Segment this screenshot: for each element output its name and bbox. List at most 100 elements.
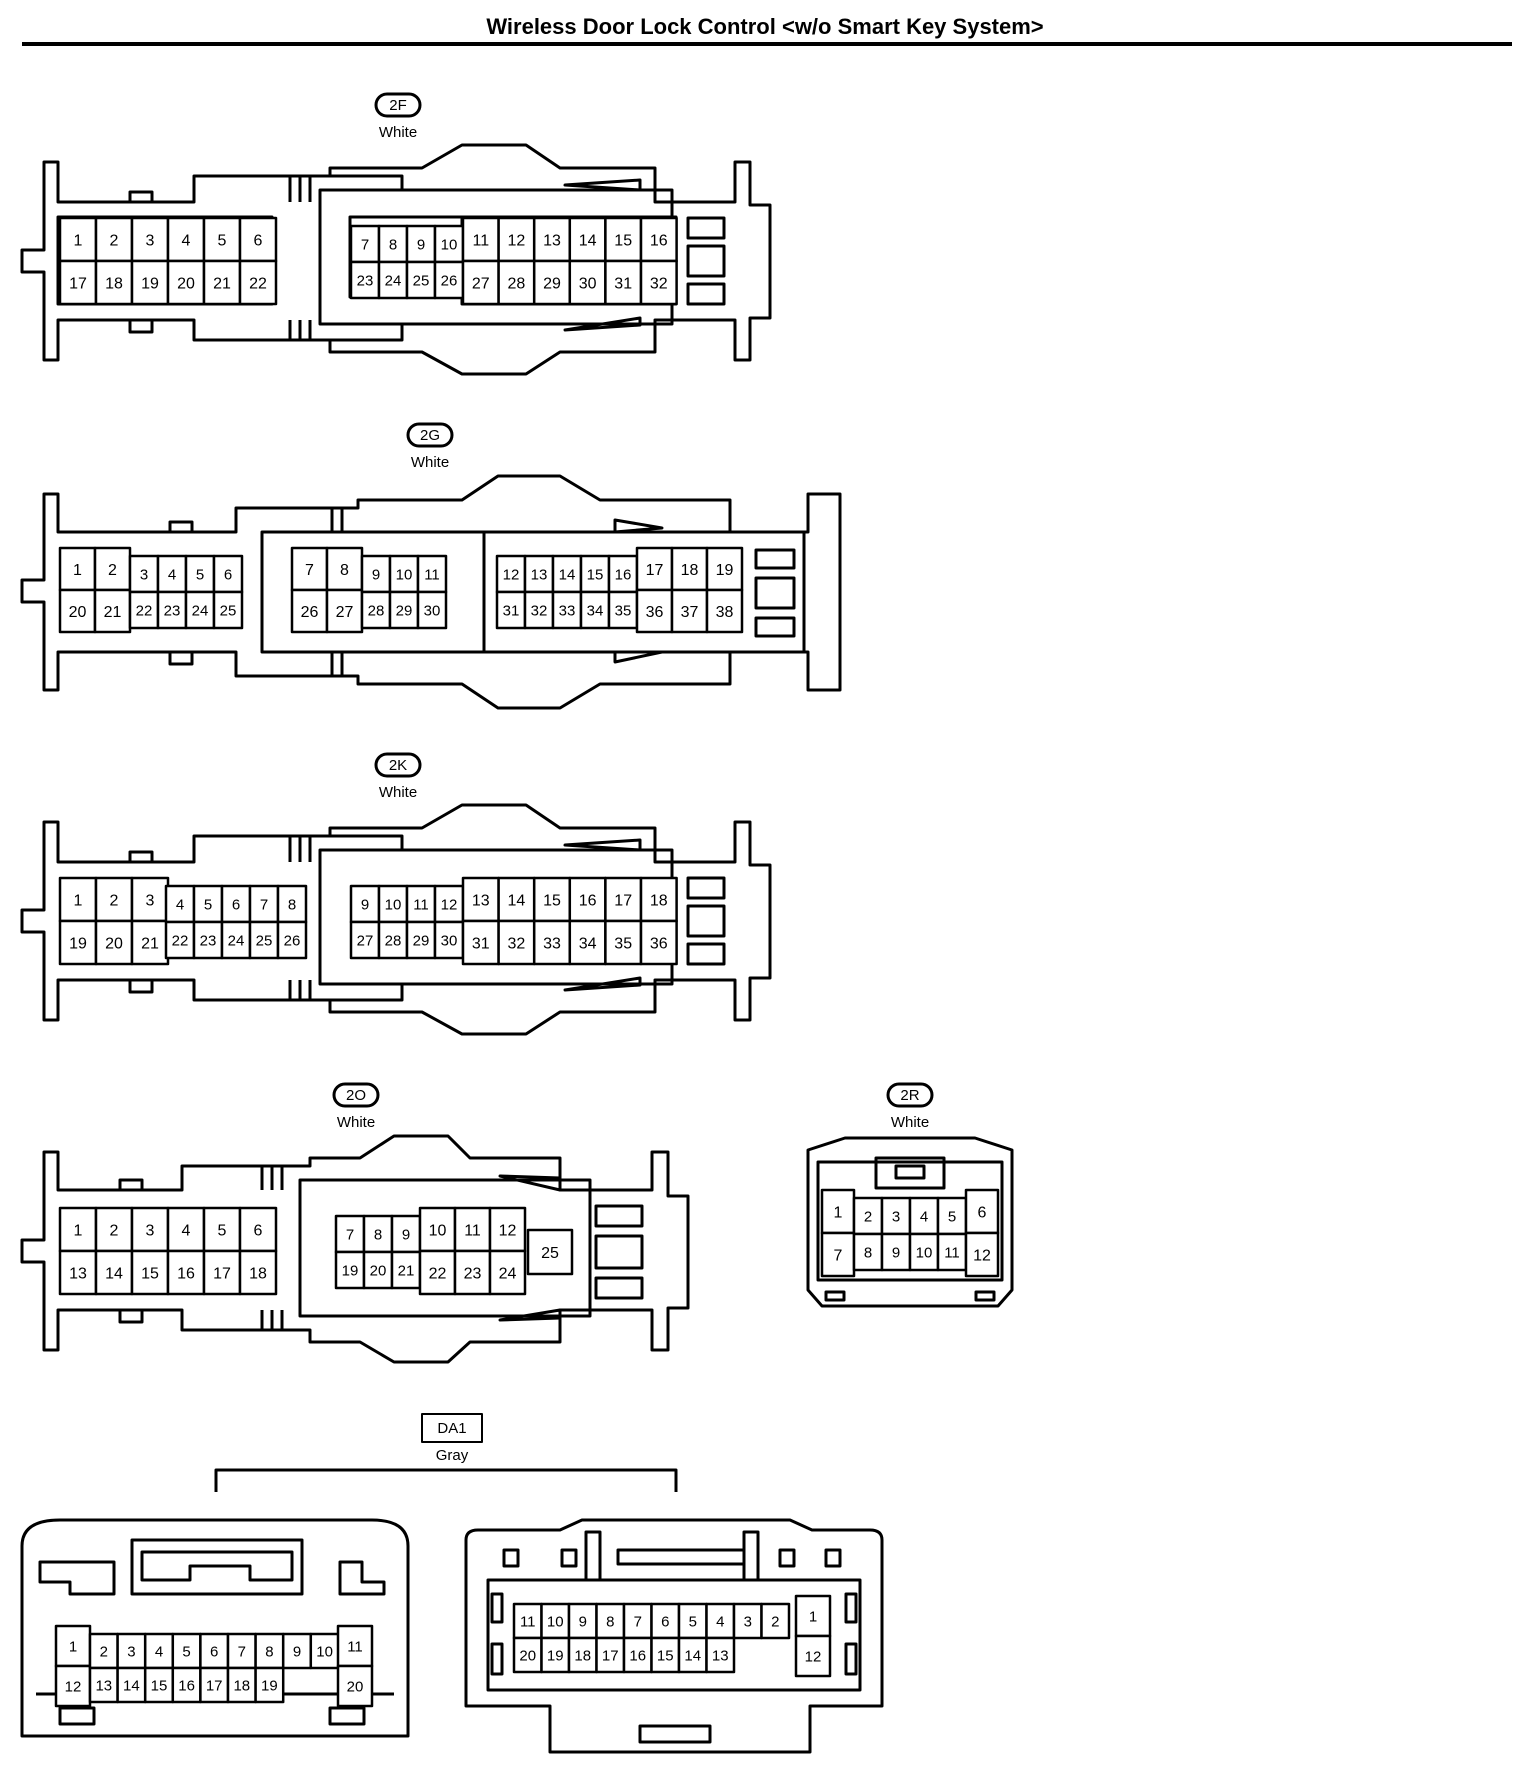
pin-number: 32 [650,275,668,292]
pin-number: 33 [543,935,561,952]
pin-number: 17 [213,1265,231,1282]
connector-id-2F: 2F [389,97,407,114]
pin-number: 6 [210,1643,218,1660]
pin-cell [309,1632,340,1670]
pin-cell [166,259,206,306]
pin-number: 28 [368,602,385,619]
pin-number: 19 [69,935,87,952]
pin-cell [212,554,244,594]
pin-cell [94,919,134,966]
pin-cell [639,259,678,306]
connector-color-2F: White [379,124,417,141]
pin-cell [276,920,308,960]
latch-tab [128,318,154,334]
pin-cell [461,259,500,306]
pin-cell [128,590,160,630]
pin-cell [461,876,500,923]
pin-cell [416,590,448,630]
pin-cell [639,919,678,966]
sub-housing [298,1178,592,1318]
lock-slot [754,576,796,610]
pin-cell [88,1666,119,1704]
page-title: Wireless Door Lock Control <w/o Smart Ke… [486,14,1044,39]
pin-number: 19 [261,1677,278,1694]
pin-number: 1 [73,562,82,579]
pin-number: 33 [559,602,576,619]
pin-cell [58,216,98,263]
lock-slot [754,616,796,638]
pin-number: 18 [681,562,699,579]
pin-number: 25 [541,1245,559,1262]
pin-number: 9 [293,1643,301,1660]
pin-number: 28 [508,275,526,292]
lock-slot [594,1234,644,1270]
pin-number: 26 [441,272,458,289]
pin-number: 16 [629,1647,646,1664]
pin-number: 2 [771,1613,779,1630]
pin-number: 10 [547,1613,564,1630]
pin-cell [202,216,242,263]
pin-cell [192,920,224,960]
pin-number: 16 [579,892,597,909]
pin-number: 11 [944,1244,960,1261]
pin-number: 20 [519,1647,536,1664]
pin-number: 2 [864,1208,872,1225]
pin-number: 24 [192,602,209,619]
pin-number: 8 [606,1613,614,1630]
pin-cell [551,554,583,594]
pin-number: 24 [385,272,402,289]
pin-number: 13 [531,566,548,583]
pin-number: 25 [413,272,430,289]
pin-number: 30 [579,275,597,292]
pin-number: 7 [634,1613,642,1630]
pin-number: 15 [587,566,604,583]
pin-number: 1 [69,1638,77,1655]
pin-cell [238,1249,278,1296]
connector-color-2O: White [337,1114,375,1131]
pin-number: 36 [646,604,664,621]
pin-number: 4 [168,566,176,583]
pin-cell [705,1636,736,1674]
pin-number: 20 [347,1678,364,1695]
housing-outline [806,1136,1014,1308]
lock-slot [594,1204,644,1228]
pin-number: 10 [316,1643,333,1660]
pin-number: 10 [385,896,402,913]
connector-id-badge [421,1413,483,1443]
pin-cell [143,1666,175,1704]
pin-cell [94,1206,134,1253]
pin-cell [760,1602,791,1640]
pin-cell [334,1250,366,1290]
pin-number: 13 [95,1677,112,1694]
pin-number: 4 [920,1208,928,1225]
pin-cell [670,588,709,634]
connector-2K: 2K White [20,752,772,1036]
pin-number: 17 [206,1677,223,1694]
pin-number: 18 [650,892,668,909]
pin-number: 7 [834,1247,843,1264]
pin-cell [820,1231,856,1278]
housing-outline [20,474,842,710]
pin-number: 12 [65,1678,82,1695]
pin-number: 16 [177,1265,195,1282]
pin-cell [568,919,607,966]
pin-cell [532,216,572,263]
pin-number: 11 [347,1638,363,1655]
pin-cell [336,1624,374,1668]
pin-number: 4 [176,896,184,913]
pin-cell [880,1232,912,1272]
pin-cell [540,1636,571,1674]
pin-number: 9 [402,1226,410,1243]
pin-number: 14 [508,892,526,909]
pin-number: 35 [615,602,632,619]
pin-number: 2 [110,892,119,909]
pin-number: 5 [689,1613,697,1630]
pin-number: 14 [579,232,597,249]
lock-slot [686,904,726,938]
pin-number: 20 [177,275,195,292]
pin-number: 8 [340,562,349,579]
pin-number: 20 [370,1262,387,1279]
connector-2O: 2O White [20,1082,690,1364]
